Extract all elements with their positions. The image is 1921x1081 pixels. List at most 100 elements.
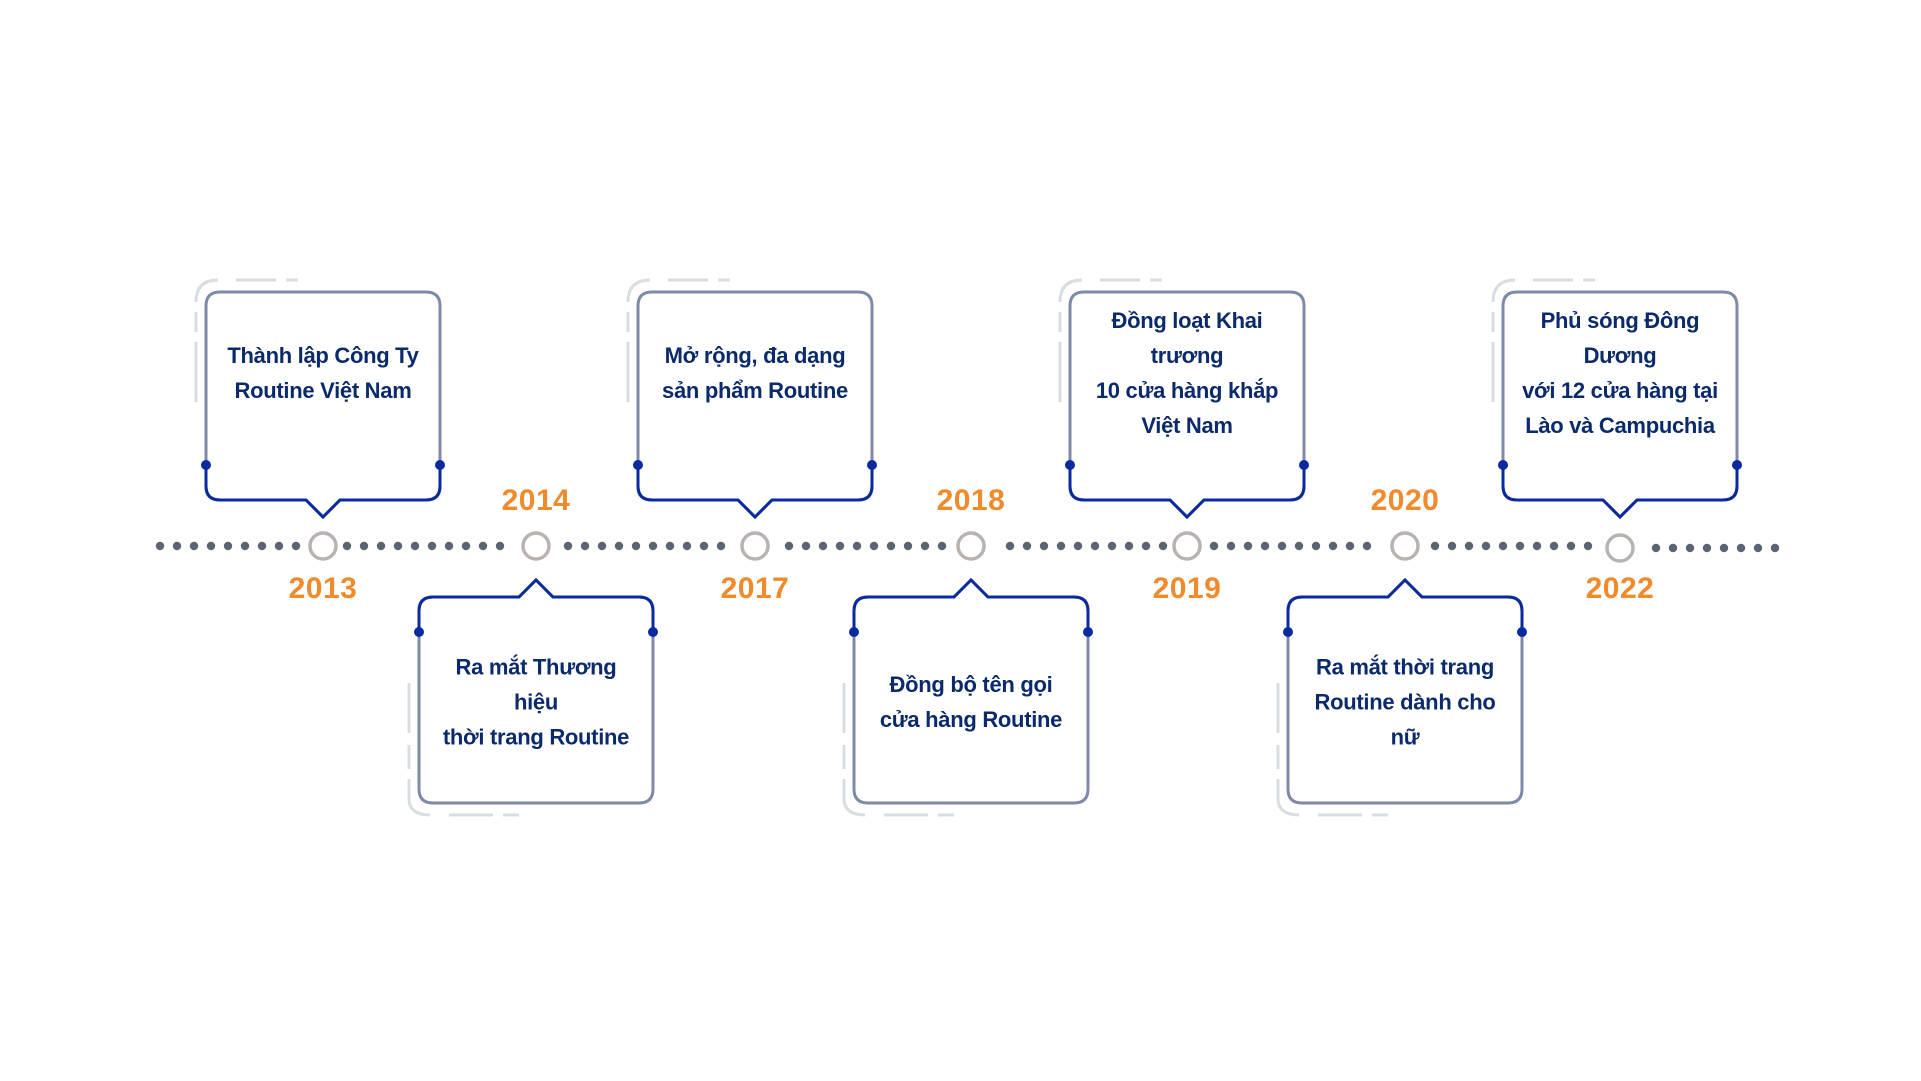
- timeline-dot: [155, 541, 165, 551]
- timeline-dot: [1362, 541, 1372, 551]
- timeline-dot: [1532, 541, 1542, 551]
- timeline-dot: [563, 541, 573, 551]
- card-accent-dot: [633, 460, 643, 470]
- decor-line: [407, 683, 432, 817]
- timeline-dot: [1107, 541, 1117, 551]
- timeline-dot: [682, 541, 692, 551]
- timeline-dot: [580, 541, 590, 551]
- card-accent-dot: [1065, 460, 1075, 470]
- timeline-dot: [1056, 541, 1066, 551]
- milestone-line: sản phẩm Routine: [662, 377, 848, 403]
- timeline-node: [308, 531, 338, 561]
- timeline-dot: [1345, 541, 1355, 551]
- decor-line: [1491, 278, 1516, 402]
- timeline-dot: [495, 541, 505, 551]
- milestone-line: 10 cửa hàng khắp: [1095, 377, 1279, 403]
- timeline-dot: [461, 541, 471, 551]
- timeline-dot: [1481, 541, 1491, 551]
- timeline-dot: [172, 541, 182, 551]
- timeline-dot: [1277, 541, 1287, 551]
- timeline-node: [1390, 531, 1420, 561]
- decor-line: [194, 278, 219, 402]
- timeline-dot: [1022, 541, 1032, 551]
- timeline-dot: [1447, 541, 1457, 551]
- timeline-dot: [801, 541, 811, 551]
- timeline-dot: [1039, 541, 1049, 551]
- decor-line: [626, 278, 651, 402]
- milestone-year: 2019: [1152, 572, 1222, 605]
- timeline-dot: [1141, 541, 1151, 551]
- timeline-dot: [869, 541, 879, 551]
- timeline-dot: [410, 541, 420, 551]
- milestone-card: [1058, 278, 1309, 520]
- timeline-dot: [1260, 541, 1270, 551]
- decor-line: [1276, 683, 1301, 817]
- card-accent-dot: [1299, 460, 1309, 470]
- timeline-dot: [1124, 541, 1134, 551]
- timeline-dot: [835, 541, 845, 551]
- timeline-node: [521, 531, 551, 561]
- timeline-dot: [1515, 541, 1525, 551]
- milestone-line: Phủ sóng Đông Dương: [1540, 307, 1700, 368]
- milestone-year: 2014: [501, 484, 571, 517]
- card-accent: [636, 465, 874, 520]
- timeline-dot: [1294, 541, 1304, 551]
- timeline-dot: [257, 541, 267, 551]
- timeline-dot: [1464, 541, 1474, 551]
- timeline-dot: [206, 541, 216, 551]
- decor-line: [842, 683, 867, 817]
- timeline-dot: [291, 541, 301, 551]
- card-accent-dot: [849, 627, 859, 637]
- timeline-dot: [665, 541, 675, 551]
- milestone-year: 2017: [720, 572, 790, 605]
- milestone-year: 2013: [288, 572, 358, 605]
- milestone-card: [194, 278, 445, 520]
- timeline-node: [1605, 533, 1635, 563]
- card-accent-dot: [414, 627, 424, 637]
- card-accent-dot: [648, 627, 658, 637]
- milestone-line: Mở rộng, đa dạng: [664, 342, 846, 368]
- timeline-dot: [1311, 541, 1321, 551]
- card-accent-dot: [1517, 627, 1527, 637]
- timeline-dot: [1583, 541, 1593, 551]
- timeline-dot: [1498, 541, 1508, 551]
- timeline-dot: [648, 541, 658, 551]
- timeline-dot: [1668, 543, 1678, 553]
- timeline-dot: [427, 541, 437, 551]
- timeline-dot: [1328, 541, 1338, 551]
- timeline-dot: [274, 541, 284, 551]
- timeline-dot: [1719, 543, 1729, 553]
- card-accent: [1501, 465, 1739, 520]
- card-accent: [204, 465, 442, 520]
- milestone-card: [626, 278, 877, 520]
- milestone-card: [1491, 278, 1742, 520]
- card-accent: [852, 577, 1090, 632]
- milestone-line: Đồng loạt Khai trương: [1111, 307, 1263, 368]
- timeline-dot: [359, 541, 369, 551]
- decor-line: [1058, 278, 1083, 402]
- milestone-line: với 12 cửa hàng tại: [1522, 377, 1718, 403]
- timeline-dot: [1753, 543, 1763, 553]
- timeline-dot: [631, 541, 641, 551]
- timeline-dot: [478, 541, 488, 551]
- card-accent-dot: [1283, 627, 1293, 637]
- milestone-line: Ra mắt Thương hiệu: [455, 654, 617, 715]
- timeline-dot: [1005, 541, 1015, 551]
- timeline-dot: [1209, 541, 1219, 551]
- timeline-dot: [376, 541, 386, 551]
- milestone-line: Việt Nam: [1141, 412, 1233, 438]
- milestone-description: Mở rộng, đa dạng sản phẩm Routine: [650, 338, 860, 408]
- timeline-dot: [920, 541, 930, 551]
- card-accent: [417, 577, 655, 632]
- timeline-dot: [1702, 543, 1712, 553]
- milestone-line: cửa hàng Routine: [879, 707, 1063, 732]
- milestone-card: [1276, 577, 1527, 817]
- milestone-line: Ra mắt thời trang: [1315, 654, 1494, 680]
- timeline-dot: [189, 541, 199, 551]
- milestone-line: Đồng bộ tên gọi: [889, 672, 1053, 697]
- milestone-year: 2022: [1585, 572, 1655, 605]
